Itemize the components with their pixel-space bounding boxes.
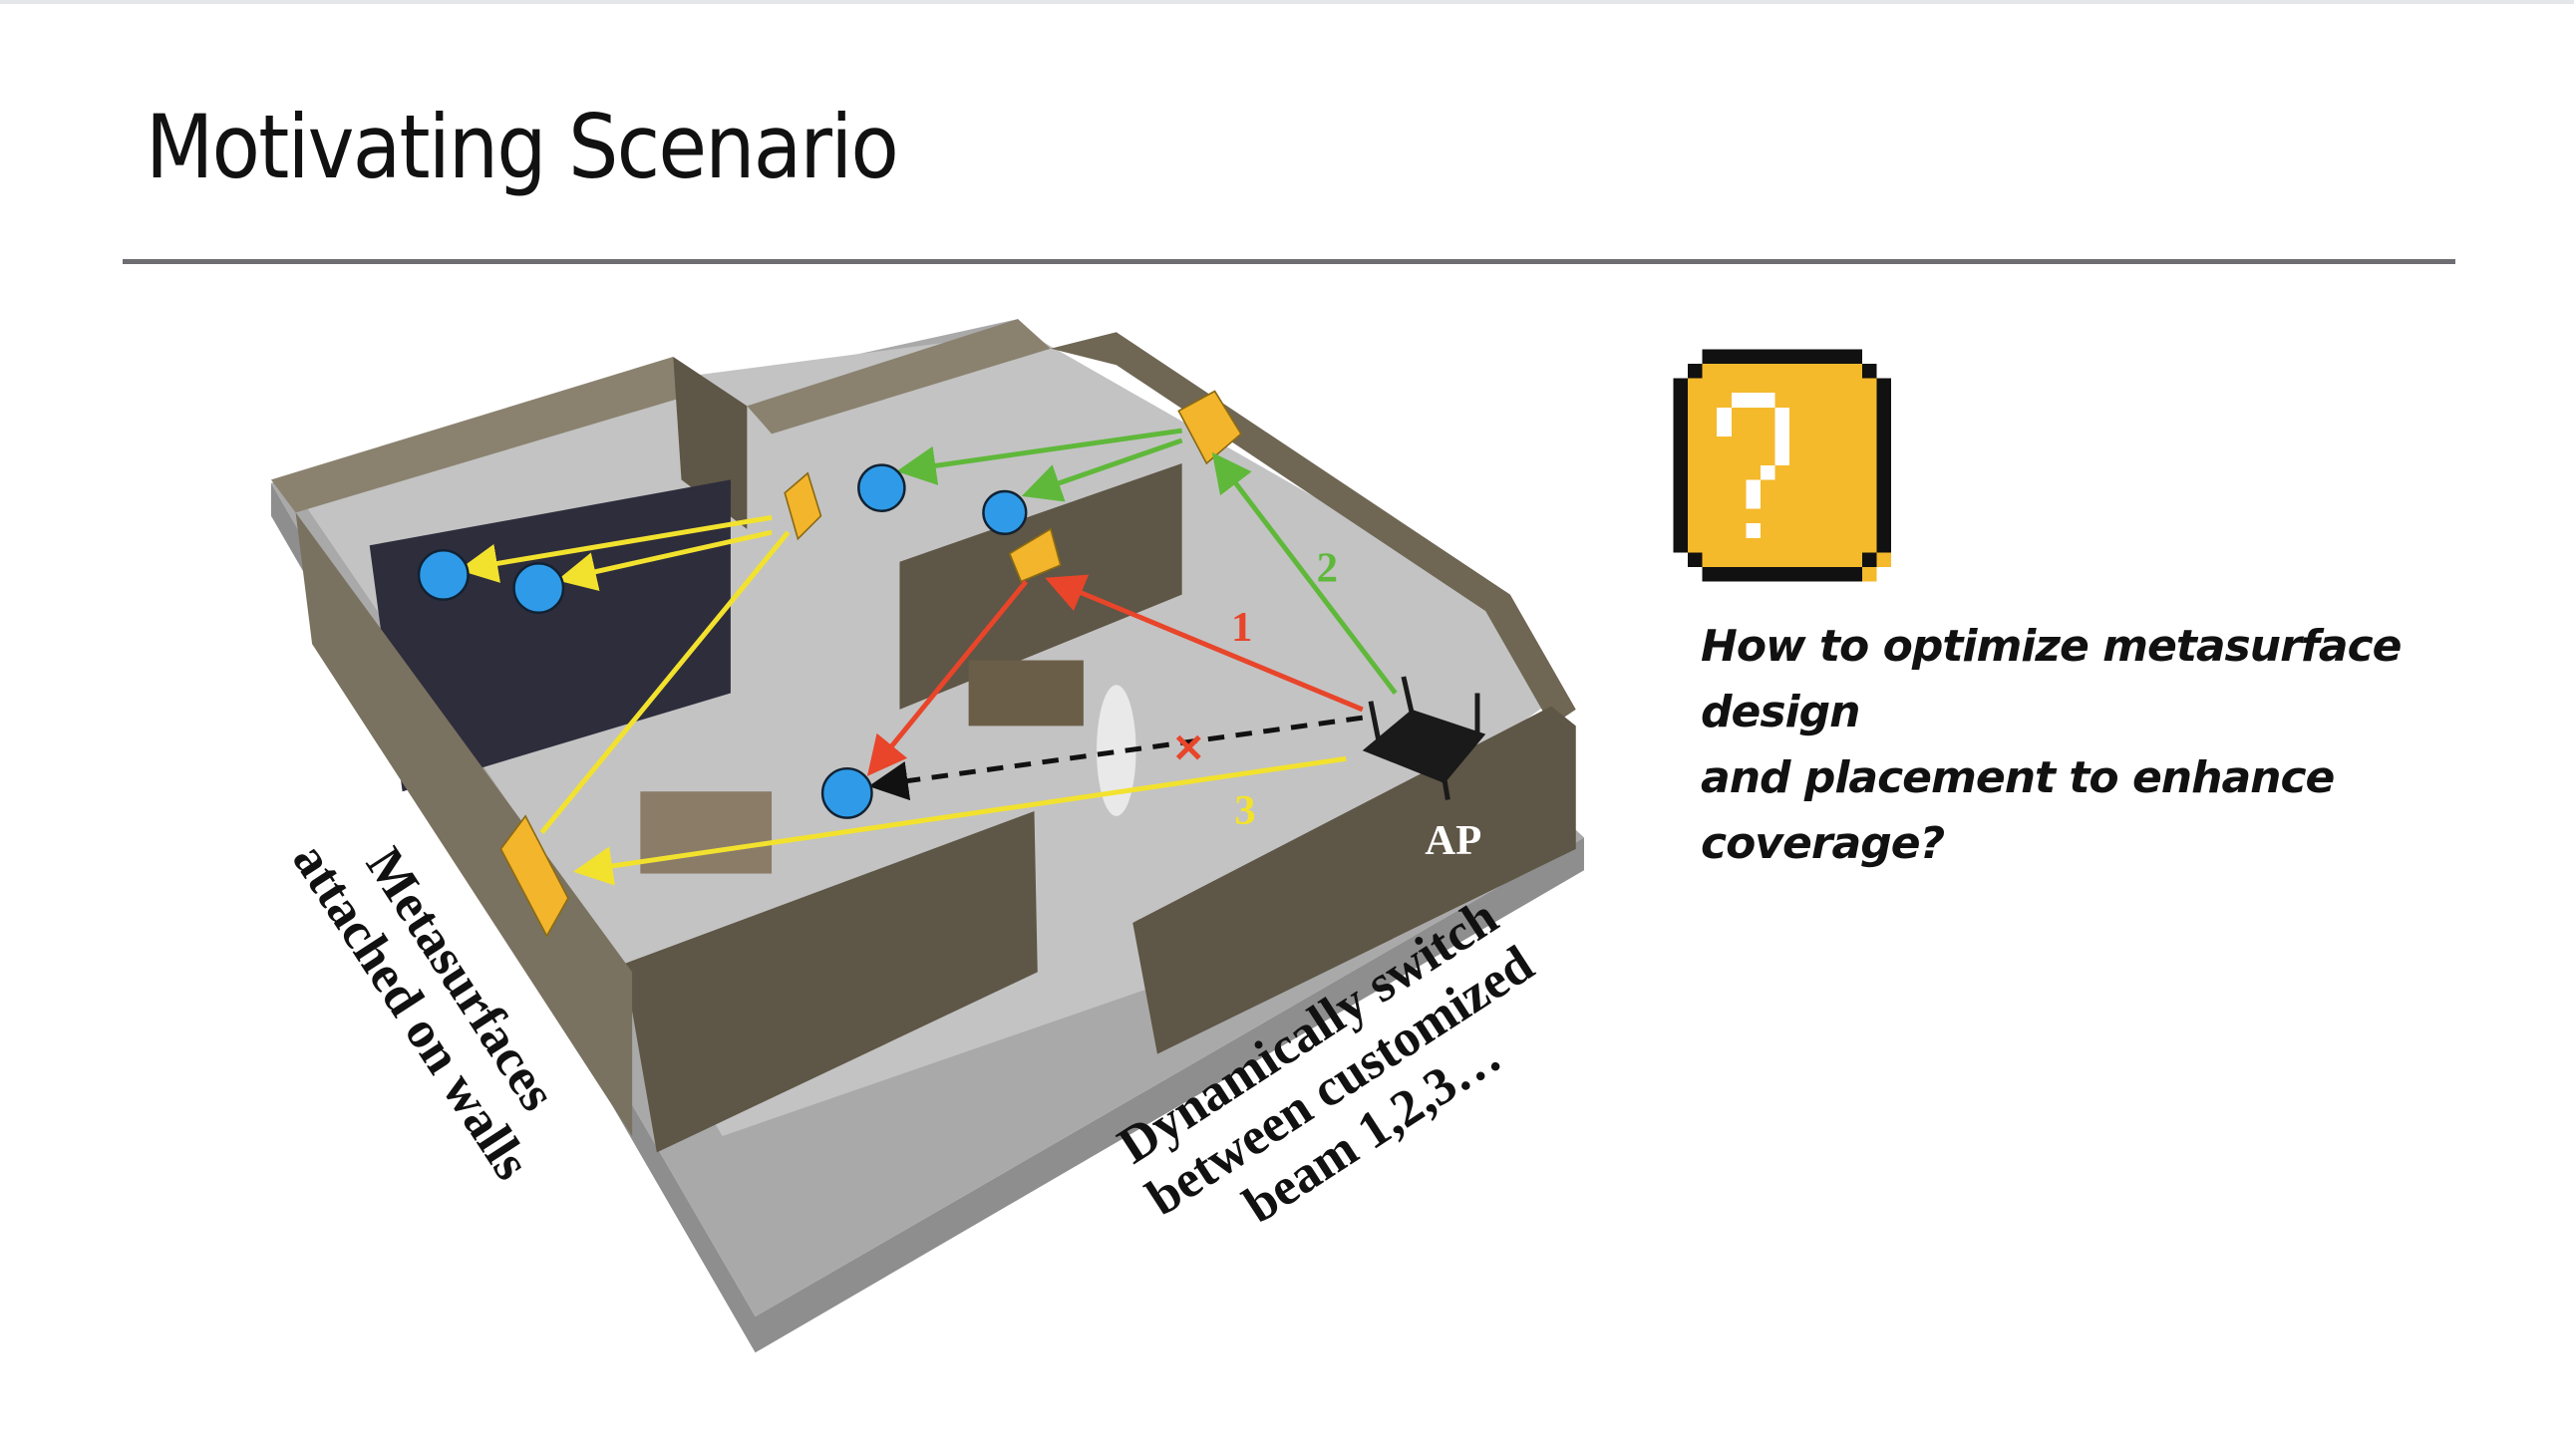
beam-green <box>896 428 1182 485</box>
blocked-x-icon: ✕ <box>1172 728 1205 771</box>
metasurface <box>499 814 569 938</box>
left-side-wall <box>295 512 633 1136</box>
research-question: How to optimize metasurface design and p… <box>1701 614 2574 877</box>
question-line-2: and placement to enhance coverage? <box>1701 752 2335 869</box>
beam-1 <box>1045 574 1364 713</box>
beam-yellow <box>458 514 773 583</box>
title-divider <box>123 259 2455 264</box>
user-device <box>857 463 906 512</box>
person-figure <box>1097 685 1136 816</box>
metasurface <box>784 471 822 541</box>
front-wall-left <box>623 810 1038 1153</box>
beam-yellow <box>539 530 791 834</box>
slide-title: Motivating Scenario <box>146 96 899 198</box>
user-device <box>417 548 470 601</box>
beam-label-2: 2 <box>1317 545 1338 592</box>
beam-2 <box>1211 451 1398 695</box>
beam-red <box>866 579 1029 776</box>
ap-label: AP <box>1425 817 1481 864</box>
cabinet <box>968 660 1084 727</box>
question-block-icon <box>1673 349 1891 582</box>
user-device <box>512 562 565 615</box>
question-line-1: How to optimize metasurface design <box>1701 621 2403 737</box>
user-device <box>820 766 873 819</box>
back-wall-left <box>270 356 682 513</box>
beam-label-1: 1 <box>1231 604 1252 651</box>
back-wall-top <box>747 319 1051 435</box>
metasurface <box>1008 527 1062 583</box>
beam-3 <box>572 755 1347 886</box>
ap-router-icon <box>1362 676 1486 800</box>
beam-yellow <box>556 529 773 592</box>
beam-label-3: 3 <box>1234 787 1255 834</box>
floor-plan-diagram: ✕ AP 1 2 3 Metasurfaces attached on wall… <box>270 319 1584 1353</box>
front-wall-right <box>1132 706 1576 1054</box>
metasurface <box>1177 390 1242 465</box>
beam-green <box>1021 437 1183 502</box>
user-device <box>982 489 1028 535</box>
